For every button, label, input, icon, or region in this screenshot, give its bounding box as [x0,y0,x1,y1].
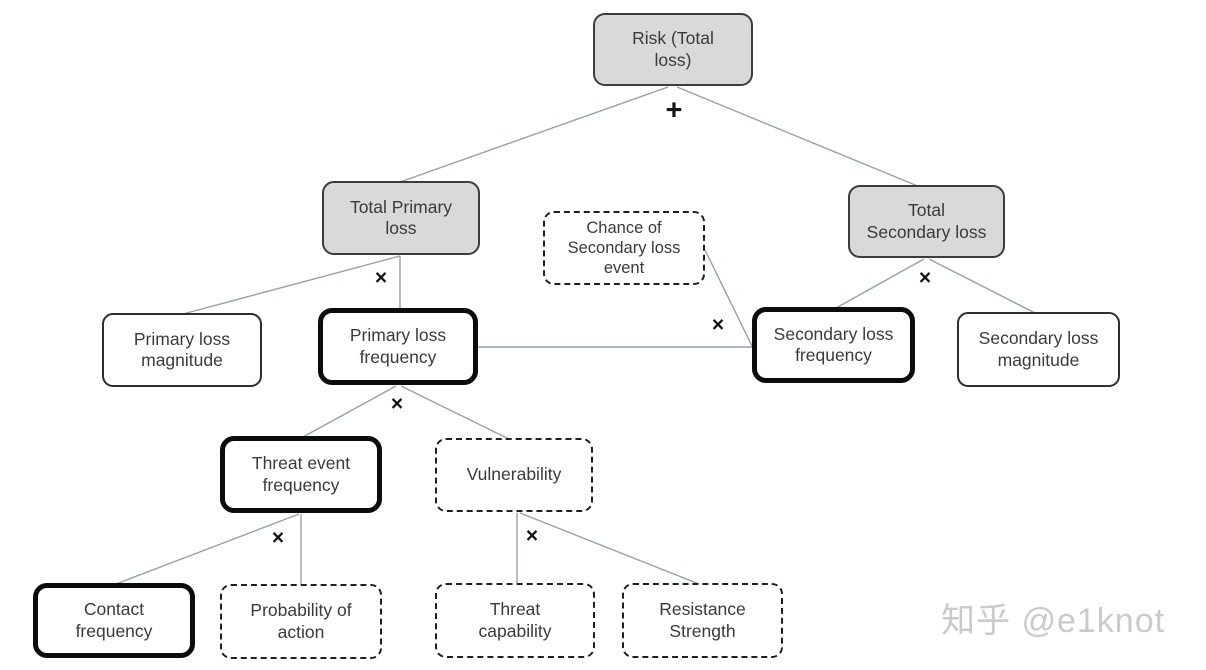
edge-totalprimary-plm [182,255,401,315]
node-probability-of-action: Probability of action [220,584,382,659]
edge-chance-slf [704,249,753,347]
edge-risk-totalsecondary [676,86,921,188]
node-threat-capability: Threat capability [435,583,595,658]
multiply-operator-below-vulnerability: × [525,524,539,548]
zhihu-watermark: 知乎 @e1knot [941,602,1166,640]
node-total-primary-loss: Total Primary loss [322,181,480,255]
multiply-operator-below-total-primary-loss: × [374,266,388,290]
node-risk-total-loss: Risk (Total loss) [593,13,753,86]
edge-plf-vulnerability [400,385,510,440]
node-secondary-loss-magnitude: Secondary loss magnitude [957,312,1120,387]
edge-tef-contactfrequency [115,513,300,585]
node-chance-of-secondary-loss-event: Chance of Secondary loss event [543,211,705,285]
node-primary-loss-frequency: Primary loss frequency [318,308,478,385]
multiply-operator-below-total-secondary-loss: × [918,266,932,290]
edge-risk-totalprimary [399,86,669,183]
node-total-secondary-loss: Total Secondary loss [848,185,1005,258]
edge-vulnerability-resistancestrength [519,512,700,585]
multiply-operator-below-primary-loss-frequency: × [390,392,404,416]
plus-operator-below-risk: + [665,94,683,127]
multiply-operator-left-of-secondary-loss-frequency: × [711,313,725,337]
node-primary-loss-magnitude: Primary loss magnitude [102,313,262,387]
multiply-operator-below-threat-event-frequency: × [271,526,285,550]
edge-plf-tef [302,385,397,438]
node-vulnerability: Vulnerability [435,438,593,512]
node-secondary-loss-frequency: Secondary loss frequency [752,307,915,383]
node-resistance-strength: Resistance Strength [622,583,783,658]
edge-totalsecondary-slf [835,258,925,309]
edge-totalsecondary-slm [928,258,1036,314]
node-contact-frequency: Contact frequency [33,583,195,658]
node-threat-event-frequency: Threat event frequency [220,436,382,513]
